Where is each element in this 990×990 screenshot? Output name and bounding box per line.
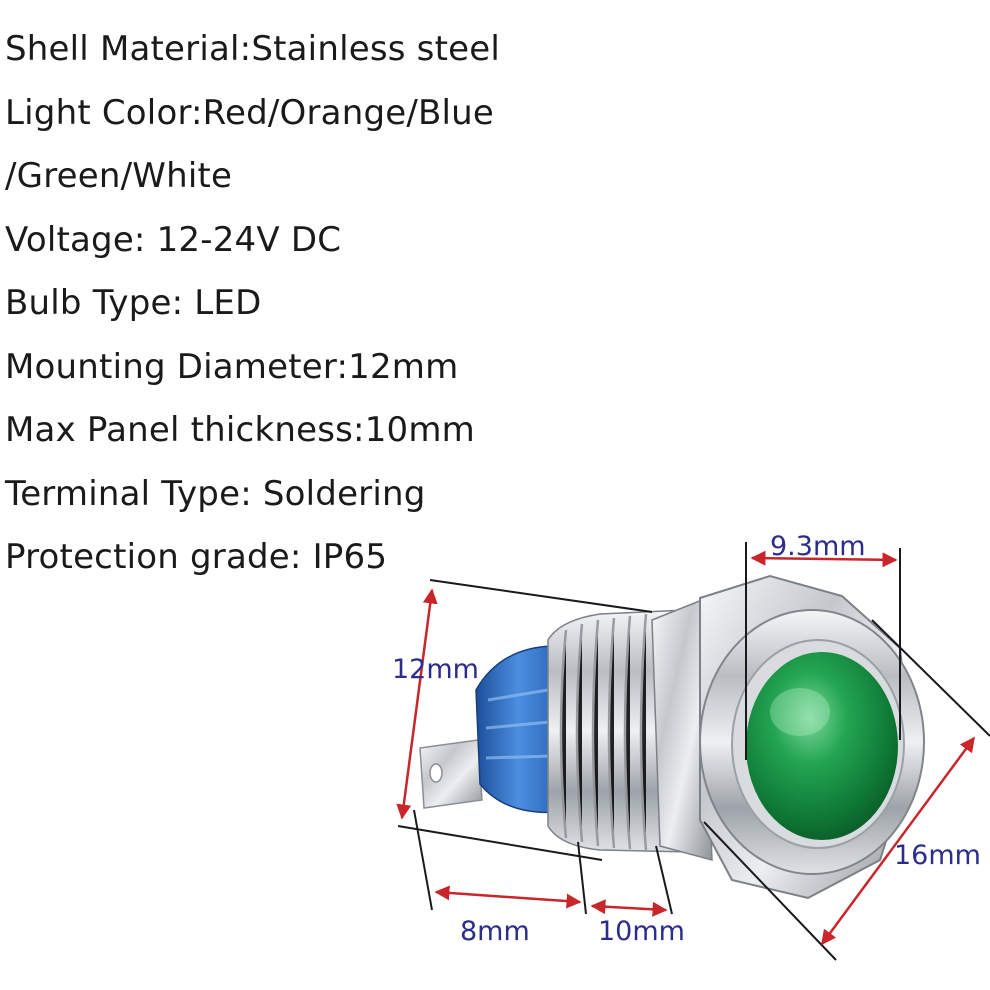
- spec-mounting-diameter: Mounting Diameter:12mm: [5, 346, 459, 387]
- spec-list: Shell Material:Stainless steel Light Col…: [5, 18, 500, 590]
- spec-light-color: Light Color:Red/Orange/Blue: [5, 92, 495, 133]
- spec-terminal-type: Terminal Type: Soldering: [5, 473, 426, 514]
- spec-light-color-cont: /Green/White: [5, 156, 233, 196]
- dim-body-label: 10mm: [598, 916, 685, 947]
- dim-lens-label: 9.3mm: [770, 531, 866, 562]
- spec-bulb-type: Bulb Type: LED: [5, 283, 262, 323]
- spec-panel-thickness: Max Panel thickness:10mm: [5, 410, 475, 450]
- spec-protection-grade: Protection grade: IP65: [5, 537, 388, 577]
- spec-voltage: Voltage: 12-24V DC: [5, 219, 342, 260]
- dim-hex-label: 16mm: [894, 840, 981, 871]
- dim-thread-label: 12mm: [392, 654, 479, 685]
- spec-shell-material: Shell Material:Stainless steel: [5, 29, 500, 69]
- dim-terminal-label: 8mm: [460, 916, 530, 947]
